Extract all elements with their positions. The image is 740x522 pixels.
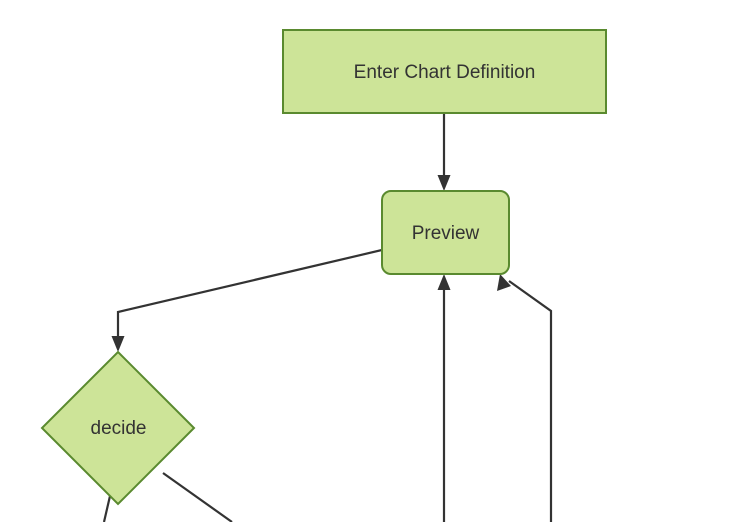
edge-decide-branch-left bbox=[102, 495, 112, 522]
node-preview[interactable]: Preview bbox=[381, 190, 510, 275]
arrowhead-icon bbox=[437, 274, 451, 290]
node-enter-chart-definition[interactable]: Enter Chart Definition bbox=[282, 29, 607, 114]
node-label-enter-chart-definition: Enter Chart Definition bbox=[354, 62, 536, 83]
node-rectangle[interactable] bbox=[282, 29, 607, 114]
arrowhead-icon bbox=[437, 175, 451, 191]
node-diamond[interactable] bbox=[40, 350, 196, 506]
node-decide[interactable]: decide bbox=[40, 350, 196, 506]
edge-line bbox=[162, 472, 233, 522]
edge-return-center-to-preview bbox=[437, 274, 451, 522]
node-label-decide: decide bbox=[91, 418, 147, 439]
edge-line bbox=[508, 280, 553, 522]
edge-line bbox=[102, 495, 112, 522]
node-label-preview: Preview bbox=[412, 223, 480, 244]
arrowhead-icon bbox=[497, 274, 511, 291]
edge-enter-to-preview bbox=[437, 113, 451, 191]
edge-line bbox=[116, 248, 383, 341]
edge-preview-to-decide bbox=[111, 248, 383, 352]
arrowhead-icon bbox=[111, 336, 125, 352]
node-rounded-rectangle[interactable] bbox=[381, 190, 510, 275]
edge-return-right-to-preview bbox=[497, 274, 553, 522]
edge-decide-branch-right bbox=[162, 472, 233, 522]
